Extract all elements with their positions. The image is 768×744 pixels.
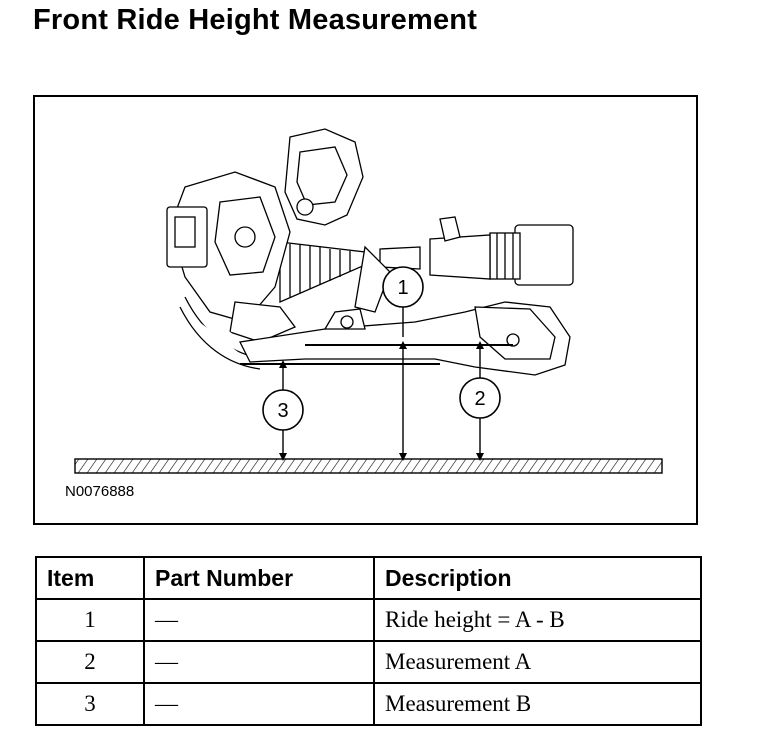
part-number: — xyxy=(143,598,375,642)
drive-shaft xyxy=(379,216,574,286)
description: Measurement B xyxy=(373,682,702,726)
description: Measurement A xyxy=(373,640,702,684)
column-header-item: Item xyxy=(35,556,145,600)
callout-2: 2 xyxy=(459,377,501,419)
svg-text:3: 3 xyxy=(277,400,288,422)
callout-1: 1 xyxy=(382,266,424,308)
table-row: 1 — Ride height = A - B xyxy=(35,598,702,642)
figure-id: N0076888 xyxy=(65,483,135,500)
item-number: 3 xyxy=(35,682,145,726)
callout-3: 3 xyxy=(262,389,304,431)
description: Ride height = A - B xyxy=(373,598,702,642)
part-number: — xyxy=(143,682,375,726)
item-number: 1 xyxy=(35,598,145,642)
knuckle-assembly xyxy=(166,128,364,370)
table-header-row: Item Part Number Description xyxy=(35,556,702,600)
page-title: Front Ride Height Measurement xyxy=(33,4,478,36)
parts-table: Item Part Number Description 1 — Ride he… xyxy=(35,556,702,726)
suspension-illustration: 1 2 3 xyxy=(74,128,663,474)
table-row: 3 — Measurement B xyxy=(35,682,702,726)
cv-boot xyxy=(279,241,366,303)
item-number: 2 xyxy=(35,640,145,684)
svg-text:1: 1 xyxy=(397,277,408,299)
column-header-part-number: Part Number xyxy=(143,556,375,600)
table-row: 2 — Measurement A xyxy=(35,640,702,684)
ground-surface xyxy=(74,458,663,474)
svg-text:2: 2 xyxy=(474,388,485,410)
column-header-description: Description xyxy=(373,556,702,600)
ride-height-diagram: 1 2 3 N0076888 xyxy=(33,95,698,525)
part-number: — xyxy=(143,640,375,684)
